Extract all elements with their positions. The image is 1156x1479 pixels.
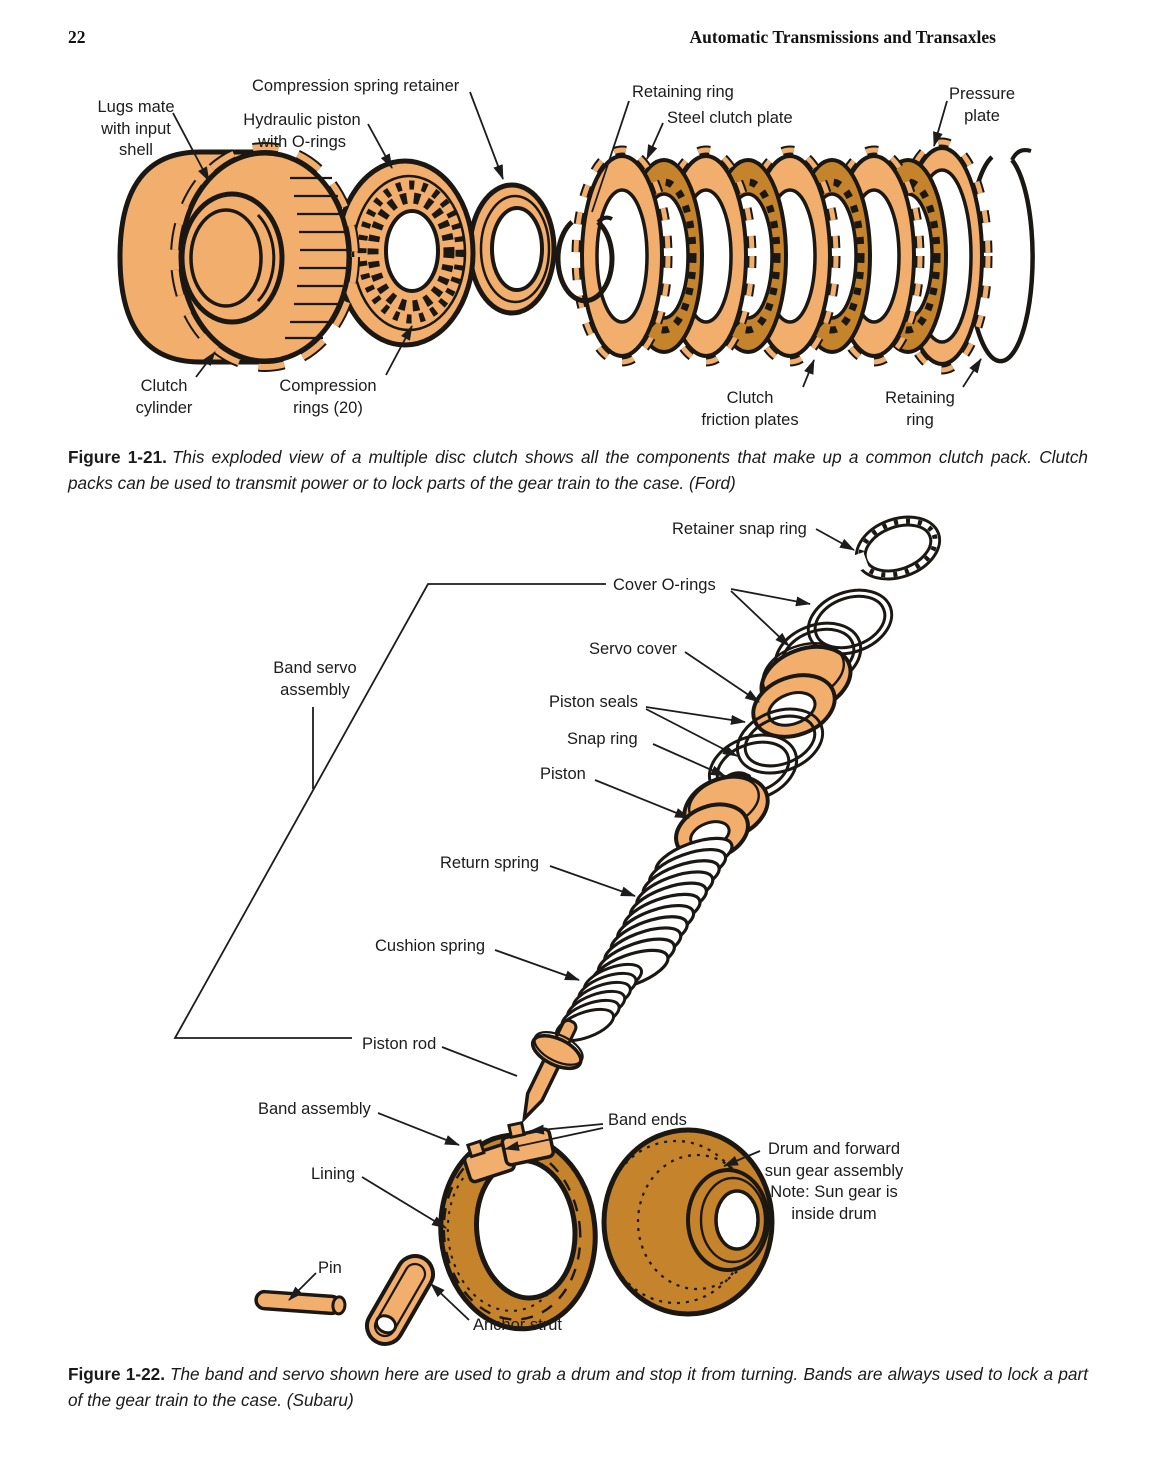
spring-retainer-drawing (467, 182, 557, 316)
cushion-spring-drawing (554, 962, 644, 1043)
clutch-pack-drawing (576, 142, 988, 370)
band-servo-assembly-bracket (173, 583, 606, 1039)
figure-1-22-caption-text: The band and servo shown here are used t… (68, 1364, 1088, 1410)
label-anchor-strut: Anchor strut (473, 1316, 562, 1334)
label-hydraulic-piston: Hydraulic piston with O-rings (243, 111, 361, 151)
label-steel-clutch-plate: Steel clutch plate (667, 109, 793, 127)
label-retaining-ring-bottom: Retaining ring (885, 389, 955, 429)
clutch-cylinder-drawing (117, 142, 360, 372)
label-piston: Piston (540, 765, 586, 783)
page-number: 22 (68, 27, 86, 47)
label-lining: Lining (311, 1165, 356, 1183)
label-pin: Pin (318, 1259, 342, 1277)
label-drum: Drum and forward sun gear assembly Note:… (764, 1140, 904, 1223)
label-return-spring: Return spring (440, 854, 540, 872)
figure-1-21-caption-text: This exploded view of a multiple disc cl… (68, 447, 1088, 493)
label-band-assembly: Band assembly (258, 1100, 371, 1118)
figure-1-22-caption-label: Figure 1-22. (68, 1364, 165, 1384)
label-piston-rod: Piston rod (362, 1035, 437, 1053)
label-pressure-plate: Pressure plate (948, 85, 1016, 125)
label-retaining-ring-top: Retaining ring (632, 83, 734, 101)
label-clutch-friction-plates: Clutch friction plates (701, 389, 799, 429)
label-snap-ring: Snap ring (567, 730, 638, 748)
retaining-ring-small-drawing (555, 215, 615, 304)
label-lugs-mate: Lugs mate with input shell (97, 98, 175, 159)
label-piston-seals: Piston seals (549, 693, 638, 711)
label-cover-o-rings: Cover O-rings (613, 576, 716, 594)
piston-rod-drawing (521, 1018, 584, 1124)
running-head: Automatic Transmissions and Transaxles (689, 27, 996, 47)
label-compression-rings: Compression rings (20) (279, 377, 377, 417)
leader-lines-figure-1-22 (288, 528, 855, 1321)
anchor-strut-drawing (365, 1254, 435, 1346)
label-band-ends: Band ends (608, 1111, 687, 1129)
figure-1-21-caption: Figure 1-21.This exploded view of a mult… (68, 444, 1088, 496)
leader-lines-figure-1-21 (172, 91, 982, 388)
label-band-servo-assembly: Band servo assembly (273, 659, 357, 699)
label-cushion-spring: Cushion spring (375, 937, 486, 955)
figure-1-21-caption-label: Figure 1-21. (68, 447, 167, 467)
retainer-snap-ring-drawing (851, 515, 942, 581)
label-servo-cover: Servo cover (589, 640, 678, 658)
figure-1-22-artwork (173, 515, 942, 1346)
drum-drawing (601, 1127, 775, 1317)
pin-drawing (254, 1289, 347, 1316)
label-retainer-snap-ring: Retainer snap ring (672, 520, 807, 538)
label-clutch-cylinder: Clutch cylinder (135, 377, 193, 417)
band-assembly-drawing (438, 1120, 598, 1332)
figure-1-22-caption: Figure 1-22.The band and servo shown her… (68, 1361, 1088, 1413)
hydraulic-piston-drawing (334, 158, 476, 348)
figure-1-21-artwork (117, 91, 1035, 388)
label-compression-spring-retainer: Compression spring retainer (252, 77, 460, 95)
